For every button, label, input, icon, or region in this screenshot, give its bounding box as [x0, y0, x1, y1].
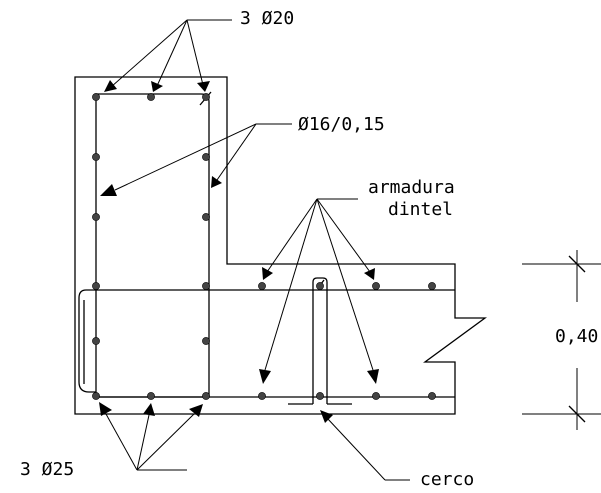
leader-top-bars — [104, 19, 232, 92]
rebar-dot — [372, 282, 380, 290]
rebar-dot — [316, 282, 324, 290]
rebar-dot — [258, 392, 266, 400]
rebar-dot — [258, 282, 266, 290]
rebar-dot — [202, 153, 210, 161]
rebar-dot — [92, 213, 100, 221]
leader-hoop — [320, 410, 410, 481]
rebar-dot — [202, 93, 210, 101]
rebar-dot — [202, 282, 210, 290]
rebar-dot — [428, 282, 436, 290]
rebar-dot — [92, 282, 100, 290]
rebar-dot — [147, 93, 155, 101]
label-top-bars: 3 Ø20 — [240, 8, 295, 29]
label-bottom-bars: 3 Ø25 — [20, 459, 75, 480]
column-bars — [92, 93, 210, 400]
rebar-dot — [428, 392, 436, 400]
label-dimension: 0,40 — [555, 326, 599, 347]
lintel-hoop — [312, 277, 328, 404]
leader-lintel-bars — [259, 198, 379, 384]
leader-stirrups — [100, 123, 292, 196]
rebar-dot — [202, 337, 210, 345]
dimension-line — [522, 250, 601, 430]
rebar-dot — [316, 392, 324, 400]
label-lintel-line1: armadura — [368, 177, 455, 198]
concrete-outline — [74, 76, 487, 415]
lintel-bent-bar-outer — [78, 289, 96, 393]
rebar-dot — [92, 153, 100, 161]
label-lintel-line2: dintel — [388, 199, 454, 220]
lintel-bars — [258, 282, 436, 400]
rebar-dot — [202, 213, 210, 221]
rebar-dot — [92, 337, 100, 345]
label-hoop: cerco — [420, 469, 475, 490]
rebar-dot — [147, 392, 155, 400]
rebar-dot — [92, 93, 100, 101]
label-stirrups: Ø16/0,15 — [298, 114, 385, 135]
column-stirrup — [95, 93, 210, 398]
rebar-dot — [372, 392, 380, 400]
rebar-dot — [92, 392, 100, 400]
rebar-dot — [202, 392, 210, 400]
leader-bottom-bars — [99, 402, 203, 471]
